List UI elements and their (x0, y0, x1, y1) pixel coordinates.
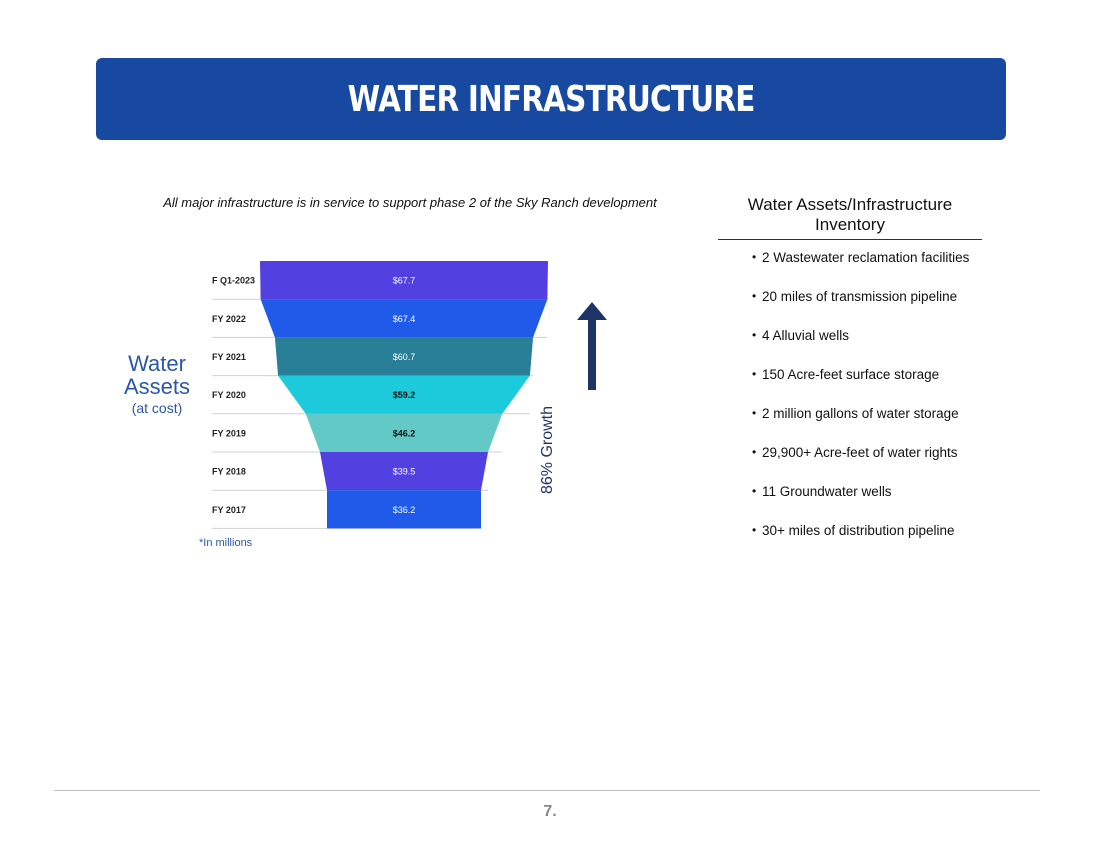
funnel-segment (274, 337, 534, 376)
inventory-list: 2 Wastewater reclamation facilities 20 m… (752, 250, 992, 562)
growth-label: 86% Growth (538, 405, 556, 495)
funnel-segment (260, 261, 548, 300)
category-label: FY 2021 (212, 352, 246, 362)
value-label: $39.5 (393, 467, 416, 477)
category-label: FY 2018 (212, 467, 246, 477)
value-label: $59.2 (393, 390, 416, 400)
chart-subtitle: All major infrastructure is in service t… (163, 195, 657, 210)
category-label: FY 2022 (212, 314, 246, 324)
value-label: $67.7 (393, 276, 416, 286)
value-label: $60.7 (393, 352, 416, 362)
growth-arrow-icon (577, 302, 607, 390)
funnel-chart: F Q1-2023 $67.7 FY 2022 $67.4 FY 2021 $60.7FY… (212, 261, 548, 529)
value-label: $46.2 (393, 428, 416, 438)
side-label-line3: (at cost) (131, 400, 183, 417)
inventory-item: 2 Wastewater reclamation facilities (752, 250, 992, 265)
page-title: WATER INFRASTRUCTURE (347, 78, 756, 120)
funnel-segment (260, 299, 548, 338)
inventory-item: 29,900+ Acre-feet of water rights (752, 445, 992, 460)
inventory-item: 2 million gallons of water storage (752, 406, 992, 421)
funnel-segment (327, 490, 481, 529)
value-label: $67.4 (393, 314, 416, 324)
value-label: $36.2 (393, 505, 416, 515)
title-banner: WATER INFRASTRUCTURE (96, 58, 1006, 140)
category-label: FY 2017 (212, 505, 246, 515)
funnel-segment (278, 375, 530, 414)
chart-footnote: *In millions (199, 537, 253, 549)
funnel-segment (319, 452, 489, 491)
inventory-item: 11 Groundwater wells (752, 484, 992, 499)
side-label-line2: Assets (123, 374, 191, 400)
page-number: 7. (543, 803, 557, 820)
inventory-divider (718, 239, 982, 240)
inventory-item: 150 Acre-feet surface storage (752, 367, 992, 382)
inventory-item: 20 miles of transmission pipeline (752, 289, 992, 304)
inventory-item: 4 Alluvial wells (752, 328, 992, 343)
water-assets-label: Water Assets (at cost) (112, 352, 202, 416)
footer-divider (54, 790, 1040, 791)
funnel-segment (305, 413, 503, 452)
category-label: FY 2020 (212, 390, 246, 400)
inventory-item: 30+ miles of distribution pipeline (752, 523, 992, 538)
side-label-line1: Water (128, 351, 186, 376)
category-label: FY 2019 (212, 428, 246, 438)
inventory-title: Water Assets/Infrastructure Inventory (747, 195, 953, 235)
category-label: F Q1-2023 (212, 276, 255, 286)
